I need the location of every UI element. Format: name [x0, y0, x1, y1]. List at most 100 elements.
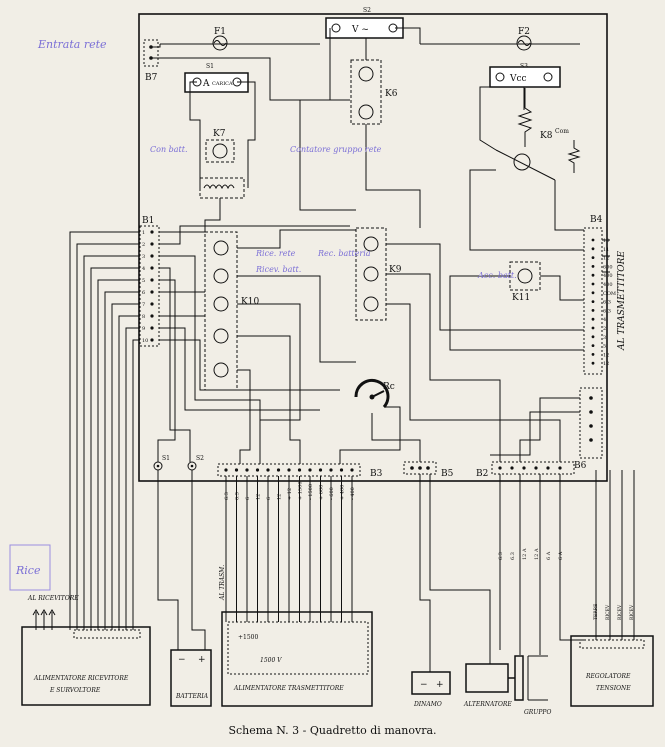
- regulator-input-label: RICEV: [629, 604, 635, 620]
- receiver-wire: [118, 315, 140, 630]
- dynamo: − + DINAMO: [411, 671, 451, 708]
- battery-minus: −: [178, 655, 186, 665]
- b3-pin: [339, 468, 344, 472]
- regulator-input-label: RICEV: [605, 604, 611, 620]
- b1-pin: [150, 338, 154, 342]
- side-s1-label: S1: [162, 455, 170, 462]
- b3-pin: [266, 468, 270, 472]
- b2-pin-label: 6.3: [510, 552, 516, 560]
- b1-pin-label: 7: [142, 302, 145, 308]
- b1-pin: [150, 230, 154, 234]
- b2-pin-label: 6 A: [546, 551, 552, 560]
- b4-pin: [591, 273, 595, 277]
- b1-pin-label: 1: [142, 230, 145, 236]
- b3-pin: [234, 468, 239, 472]
- b3-pin: [329, 468, 333, 472]
- s1-label: S1: [206, 63, 214, 70]
- b3-pin: [276, 468, 281, 472]
- receiver-wire: [76, 243, 140, 630]
- b3-pin-label: 6: [245, 497, 251, 500]
- b2-pin: [498, 466, 502, 470]
- note-ricev-batt: Ricev. batt.: [255, 265, 301, 274]
- relay-k7: K7: [199, 129, 245, 199]
- regulator-subtitle: TENSIONE: [596, 685, 631, 692]
- b5-label: B5: [441, 469, 454, 479]
- dynamo-minus: −: [420, 680, 428, 690]
- receiver-wire: [90, 267, 140, 630]
- receiver-power-supply: AL RICEVITORE ALIMENTATORE RICEVITORE E …: [21, 595, 151, 706]
- battery: − + BATTERIA: [170, 649, 212, 707]
- b3-pin: [308, 468, 312, 472]
- b4-pin-label: 3: [603, 335, 606, 341]
- to-receiver-label: AL RICEVITORE: [27, 595, 79, 602]
- alternator-label: ALTERNATORE: [463, 701, 512, 708]
- b1-pin-label: 4: [142, 266, 145, 272]
- b1-pin-label: 5: [142, 278, 145, 284]
- k8-note: Com: [555, 128, 569, 135]
- b3-pin-label: - 1500: [308, 484, 314, 500]
- b4-pin: [591, 361, 595, 365]
- b3-pin: [255, 468, 260, 472]
- receiver-psu-subtitle: E SURVOLTORE: [49, 687, 101, 694]
- b1-pin-label: 6: [142, 290, 145, 296]
- b4-pin-label: 600: [603, 264, 613, 270]
- terminal-b5: B5: [403, 461, 454, 479]
- b1-pin-label: 8: [142, 314, 145, 320]
- b3-pin-label: + 12: [287, 488, 293, 500]
- b4-pin: [591, 344, 595, 347]
- b4-pin: [591, 309, 595, 312]
- f1-label: F1: [214, 27, 226, 37]
- b4-pin: [591, 335, 595, 339]
- s2-label: S2: [363, 7, 371, 14]
- dynamo-plus: +: [436, 680, 444, 690]
- terminal-b7: B7: [143, 39, 159, 83]
- note-rec-batteria: Rec. batteria: [317, 249, 371, 258]
- b1-pin: [150, 314, 154, 318]
- b2-pin-label: 6 A: [558, 551, 564, 560]
- b2-pin-label: 6.3: [498, 552, 504, 560]
- receiver-wire: [69, 231, 140, 630]
- rc-label: Rc: [383, 382, 395, 392]
- rheostat-rc: Rc: [354, 378, 395, 408]
- b3-pin-label: + 1500: [298, 481, 304, 500]
- b3-pin-label: 6.3: [235, 492, 241, 500]
- k8-label: K8: [540, 131, 553, 141]
- b3-pin-label: + 600: [319, 485, 325, 500]
- b2-pin: [558, 466, 562, 470]
- panel-frame: [138, 13, 608, 482]
- note-rice-rete: Rice. rete: [255, 249, 296, 258]
- b1-pin-label: 3: [142, 254, 145, 260]
- note-rice-box: [9, 544, 51, 591]
- b1-pin-label: 2: [142, 242, 145, 248]
- k11-label: K11: [512, 293, 530, 303]
- b2-pin: [534, 466, 538, 470]
- b2-pin: [546, 466, 550, 470]
- b4-pin-label: 5: [603, 344, 606, 350]
- b1-pin: [150, 302, 154, 306]
- b3-label: B3: [370, 469, 383, 479]
- b4-pin-label: 6,3: [603, 300, 611, 306]
- receiver-wire: [83, 255, 140, 630]
- b2-label: B2: [476, 469, 488, 479]
- b1-pin: [150, 266, 154, 270]
- group-label: GRUPPO: [524, 709, 551, 716]
- k9-label: K9: [389, 265, 402, 275]
- b3-pin-label: - 400: [350, 487, 356, 500]
- b1-pin: [150, 254, 154, 258]
- b4-pin: [591, 317, 595, 321]
- b3-pin: [245, 468, 249, 472]
- b3-pin: [287, 468, 291, 472]
- b4-pin: [591, 282, 595, 286]
- tx-1500v-label: 1500 V: [260, 657, 282, 664]
- b2-pin: [510, 466, 514, 470]
- b4-pin: [591, 247, 595, 251]
- b4-pin: [591, 238, 595, 242]
- b3-pin: [318, 468, 323, 472]
- terminal-b6: B6: [574, 387, 603, 471]
- handwritten-notes: Entrata rete Con batt. Contatore gruppo …: [9, 38, 517, 591]
